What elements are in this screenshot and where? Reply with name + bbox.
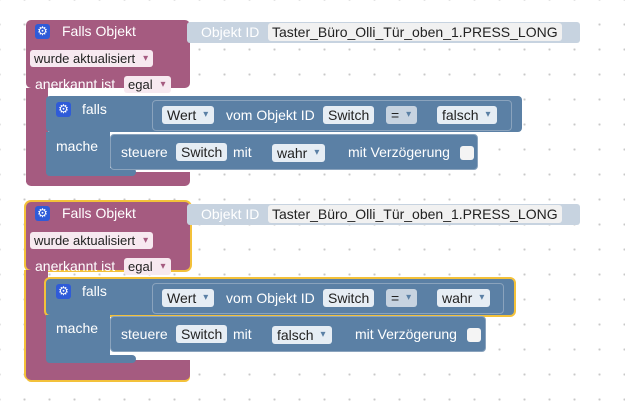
compare-value-dropdown[interactable]: falsch <box>437 106 497 124</box>
delay-label: mit Verzögerung <box>348 144 450 160</box>
with-label: mit <box>233 326 252 342</box>
action-object-field[interactable]: Switch <box>176 143 228 161</box>
action-value-dropdown[interactable]: wahr <box>272 144 326 162</box>
trigger-dropdown[interactable]: wurde aktualisiert <box>30 50 154 67</box>
from-object-label: vom Objekt ID <box>226 107 315 123</box>
gear-icon[interactable]: ⚙ <box>35 24 50 39</box>
action-object-field[interactable]: Switch <box>176 325 228 343</box>
event-title: Falls Objekt <box>62 205 136 221</box>
delay-checkbox[interactable] <box>467 328 481 342</box>
ack-dropdown[interactable]: egal <box>124 76 171 93</box>
action-block[interactable] <box>110 134 478 170</box>
event-title: Falls Objekt <box>62 23 136 39</box>
from-object-field[interactable]: Switch <box>323 106 375 124</box>
delay-label: mit Verzögerung <box>355 326 457 342</box>
event-block-spine <box>26 270 48 368</box>
action-label: steuere <box>121 144 168 160</box>
value-dropdown[interactable]: Wert <box>162 289 215 307</box>
gear-icon[interactable]: ⚙ <box>35 206 50 221</box>
operator-dropdown[interactable]: = <box>386 289 418 307</box>
ack-label: anerkannt ist <box>35 76 116 92</box>
action-label: steuere <box>121 326 168 342</box>
action-value-dropdown[interactable]: falsch <box>272 326 332 344</box>
compare-value-dropdown[interactable]: wahr <box>437 289 491 307</box>
event-block-footer <box>26 360 190 380</box>
from-object-field[interactable]: Switch <box>323 289 375 307</box>
delay-checkbox[interactable] <box>460 146 474 160</box>
if-block-footer <box>46 355 136 363</box>
gear-icon[interactable]: ⚙ <box>56 284 71 299</box>
mache-label: mache <box>56 138 99 154</box>
if-block-footer <box>46 168 136 176</box>
operator-dropdown[interactable]: = <box>386 106 418 124</box>
event-block-spine <box>26 88 48 182</box>
object-id-label: Objekt ID <box>201 206 260 222</box>
ack-dropdown[interactable]: egal <box>124 258 171 275</box>
falls-label: falls <box>82 101 107 117</box>
object-id-field[interactable]: Taster_Büro_Olli_Tür_oben_1.PRESS_LONG <box>268 23 562 41</box>
gear-icon[interactable]: ⚙ <box>56 102 71 117</box>
from-object-label: vom Objekt ID <box>226 290 315 306</box>
trigger-dropdown[interactable]: wurde aktualisiert <box>30 232 154 249</box>
object-id-field[interactable]: Taster_Büro_Olli_Tür_oben_1.PRESS_LONG <box>268 205 562 223</box>
falls-label: falls <box>82 283 107 299</box>
with-label: mit <box>233 144 252 160</box>
object-id-label: Objekt ID <box>201 24 260 40</box>
ack-label: anerkannt ist <box>35 258 116 274</box>
value-dropdown[interactable]: Wert <box>162 106 215 124</box>
mache-label: mache <box>56 320 99 336</box>
